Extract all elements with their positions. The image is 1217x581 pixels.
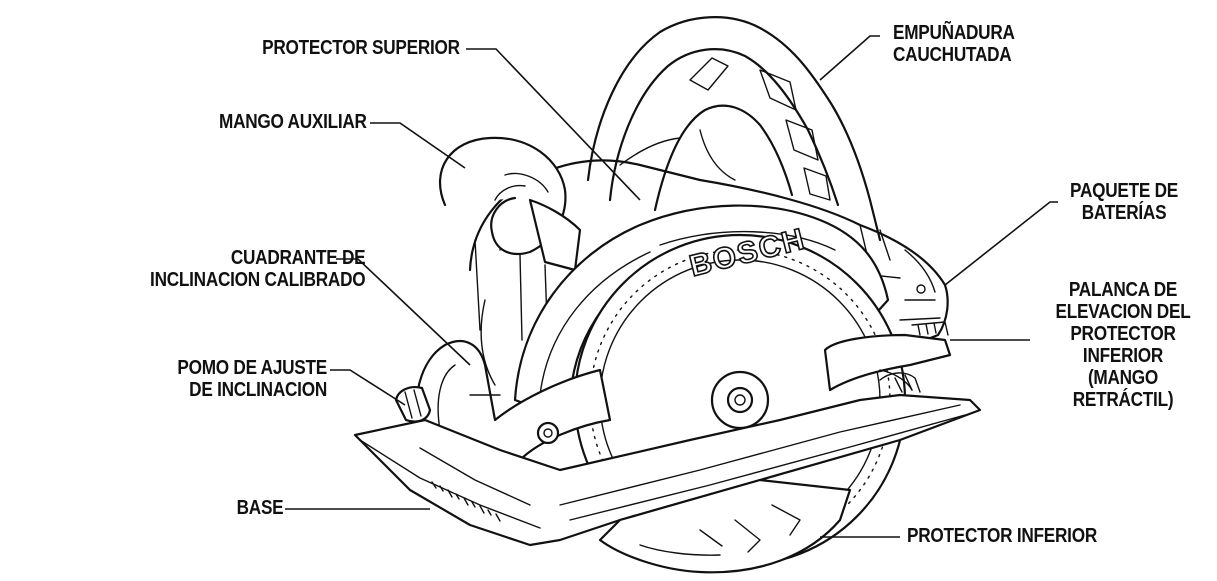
label-text: ELEVACION DEL xyxy=(1055,301,1191,323)
label-text: DE INCLINACION xyxy=(189,379,327,401)
label-text: PROTECTOR xyxy=(1070,323,1176,345)
label-empunadura-cauchutada: EMPUÑADURA CAUCHUTADA xyxy=(893,22,1015,66)
label-text: EMPUÑADURA xyxy=(893,22,1015,44)
label-pomo-ajuste: POMO DE AJUSTE DE INCLINACION xyxy=(177,357,327,401)
label-text: MANGO AUXILIAR xyxy=(219,111,367,133)
label-text: PROTECTOR SUPERIOR xyxy=(262,37,460,59)
label-paquete-baterias: PAQUETE DE BATERÍAS xyxy=(1067,180,1181,224)
label-text: CUADRANTE DE xyxy=(230,247,365,269)
label-text: RETRÁCTIL) xyxy=(1072,389,1174,411)
label-palanca-elevacion: PALANCA DE ELEVACION DEL PROTECTOR INFER… xyxy=(1046,279,1201,411)
label-text: INCLINACION CALIBRADO xyxy=(149,269,366,291)
label-protector-superior: PROTECTOR SUPERIOR xyxy=(262,37,460,59)
label-text: PAQUETE DE xyxy=(1070,180,1178,202)
label-text: BATERÍAS xyxy=(1081,202,1167,224)
label-text: INFERIOR xyxy=(1082,345,1164,367)
label-text: POMO DE AJUSTE xyxy=(177,357,327,379)
label-mango-auxiliar: MANGO AUXILIAR xyxy=(219,111,367,133)
label-protector-inferior: PROTECTOR INFERIOR xyxy=(907,525,1097,547)
label-cuadrante-inclinacion: CUADRANTE DE INCLINACION CALIBRADO xyxy=(149,247,366,291)
label-text: CAUCHUTADA xyxy=(893,44,1012,66)
label-text: (MANGO xyxy=(1087,367,1159,389)
saw-illustration: BOSCH xyxy=(353,16,982,574)
label-base: BASE xyxy=(236,497,283,519)
label-text: BASE xyxy=(236,497,283,519)
label-text: PALANCA DE xyxy=(1068,279,1178,301)
label-text: PROTECTOR INFERIOR xyxy=(907,525,1097,547)
leader-lines xyxy=(285,35,1058,538)
